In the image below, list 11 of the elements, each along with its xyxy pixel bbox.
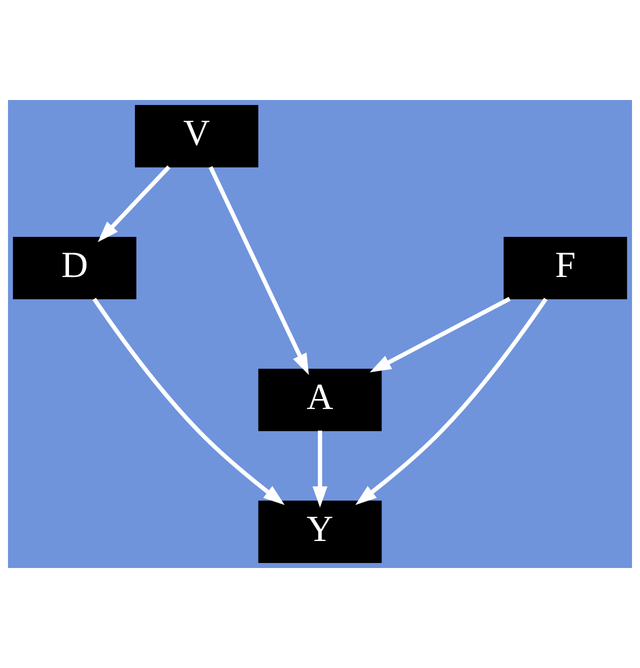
arrow xyxy=(355,298,548,505)
node-box: A xyxy=(258,368,382,432)
node-box: D xyxy=(12,236,136,300)
node-box: Y xyxy=(258,500,382,564)
arrow xyxy=(208,166,309,376)
arrow xyxy=(98,165,170,242)
node-box: V xyxy=(134,104,258,168)
arrow xyxy=(370,296,511,372)
node-box: F xyxy=(504,236,628,300)
arrow xyxy=(312,430,328,508)
arrow xyxy=(92,298,285,505)
